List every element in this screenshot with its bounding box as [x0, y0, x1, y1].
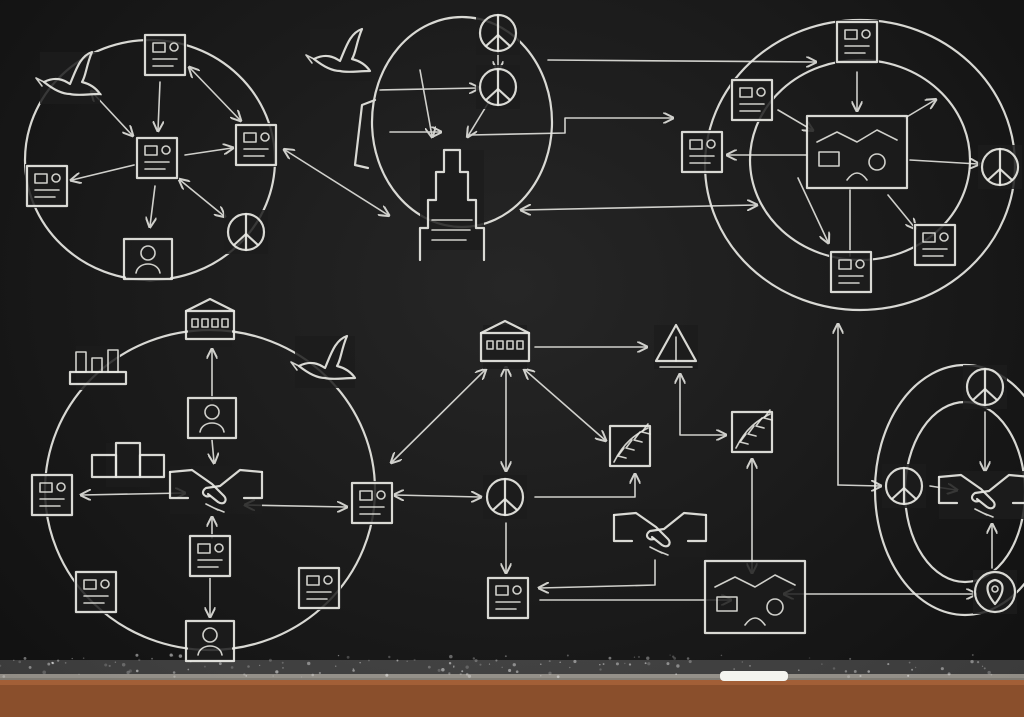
dove-icon: [35, 50, 102, 104]
doc-icon: [297, 566, 341, 610]
doc-icon: [913, 223, 957, 267]
badge-icon: [186, 396, 238, 440]
doc-icon: [143, 33, 187, 77]
doc-icon: [835, 20, 879, 64]
peace-icon: [963, 365, 1007, 409]
building-icon: [184, 297, 236, 347]
tree-icon: [654, 323, 698, 369]
leaf-icon: [608, 423, 652, 468]
chalk-stick[interactable]: [720, 671, 788, 681]
doc-icon: [30, 473, 74, 517]
doc-icon: [74, 570, 118, 614]
tower-icon: [418, 148, 486, 262]
handshake-icon: [612, 509, 708, 557]
arrow-group: [72, 51, 992, 616]
peace-icon: [978, 145, 1022, 189]
peace-icon: [483, 475, 527, 519]
blocks-icon: [90, 441, 166, 487]
desk-icon: [68, 346, 128, 390]
doc-icon: [350, 481, 394, 525]
chalk-dust: [0, 653, 993, 679]
handshake-icon: [937, 471, 1024, 519]
peace-icon: [476, 65, 520, 109]
doc-icon: [188, 534, 232, 578]
map-icon: [805, 114, 909, 190]
doc-icon: [829, 250, 873, 294]
doc-icon: [234, 123, 278, 167]
leaf-icon: [730, 409, 774, 454]
badge-icon: [184, 619, 236, 663]
badge-icon: [122, 237, 174, 281]
doc-icon: [730, 78, 774, 122]
handshake-icon: [168, 466, 264, 514]
peace-icon: [476, 11, 520, 55]
building-icon: [479, 319, 531, 369]
doc-icon: [680, 130, 724, 174]
doc-icon: [486, 576, 530, 620]
pin-icon: [973, 570, 1017, 614]
dove-icon: [305, 27, 372, 81]
doc-icon: [135, 136, 179, 180]
doc-icon: [25, 164, 69, 208]
map-icon: [703, 559, 807, 635]
dove-icon: [290, 334, 357, 388]
peace-icon: [882, 464, 926, 508]
peace-icon: [224, 210, 268, 254]
